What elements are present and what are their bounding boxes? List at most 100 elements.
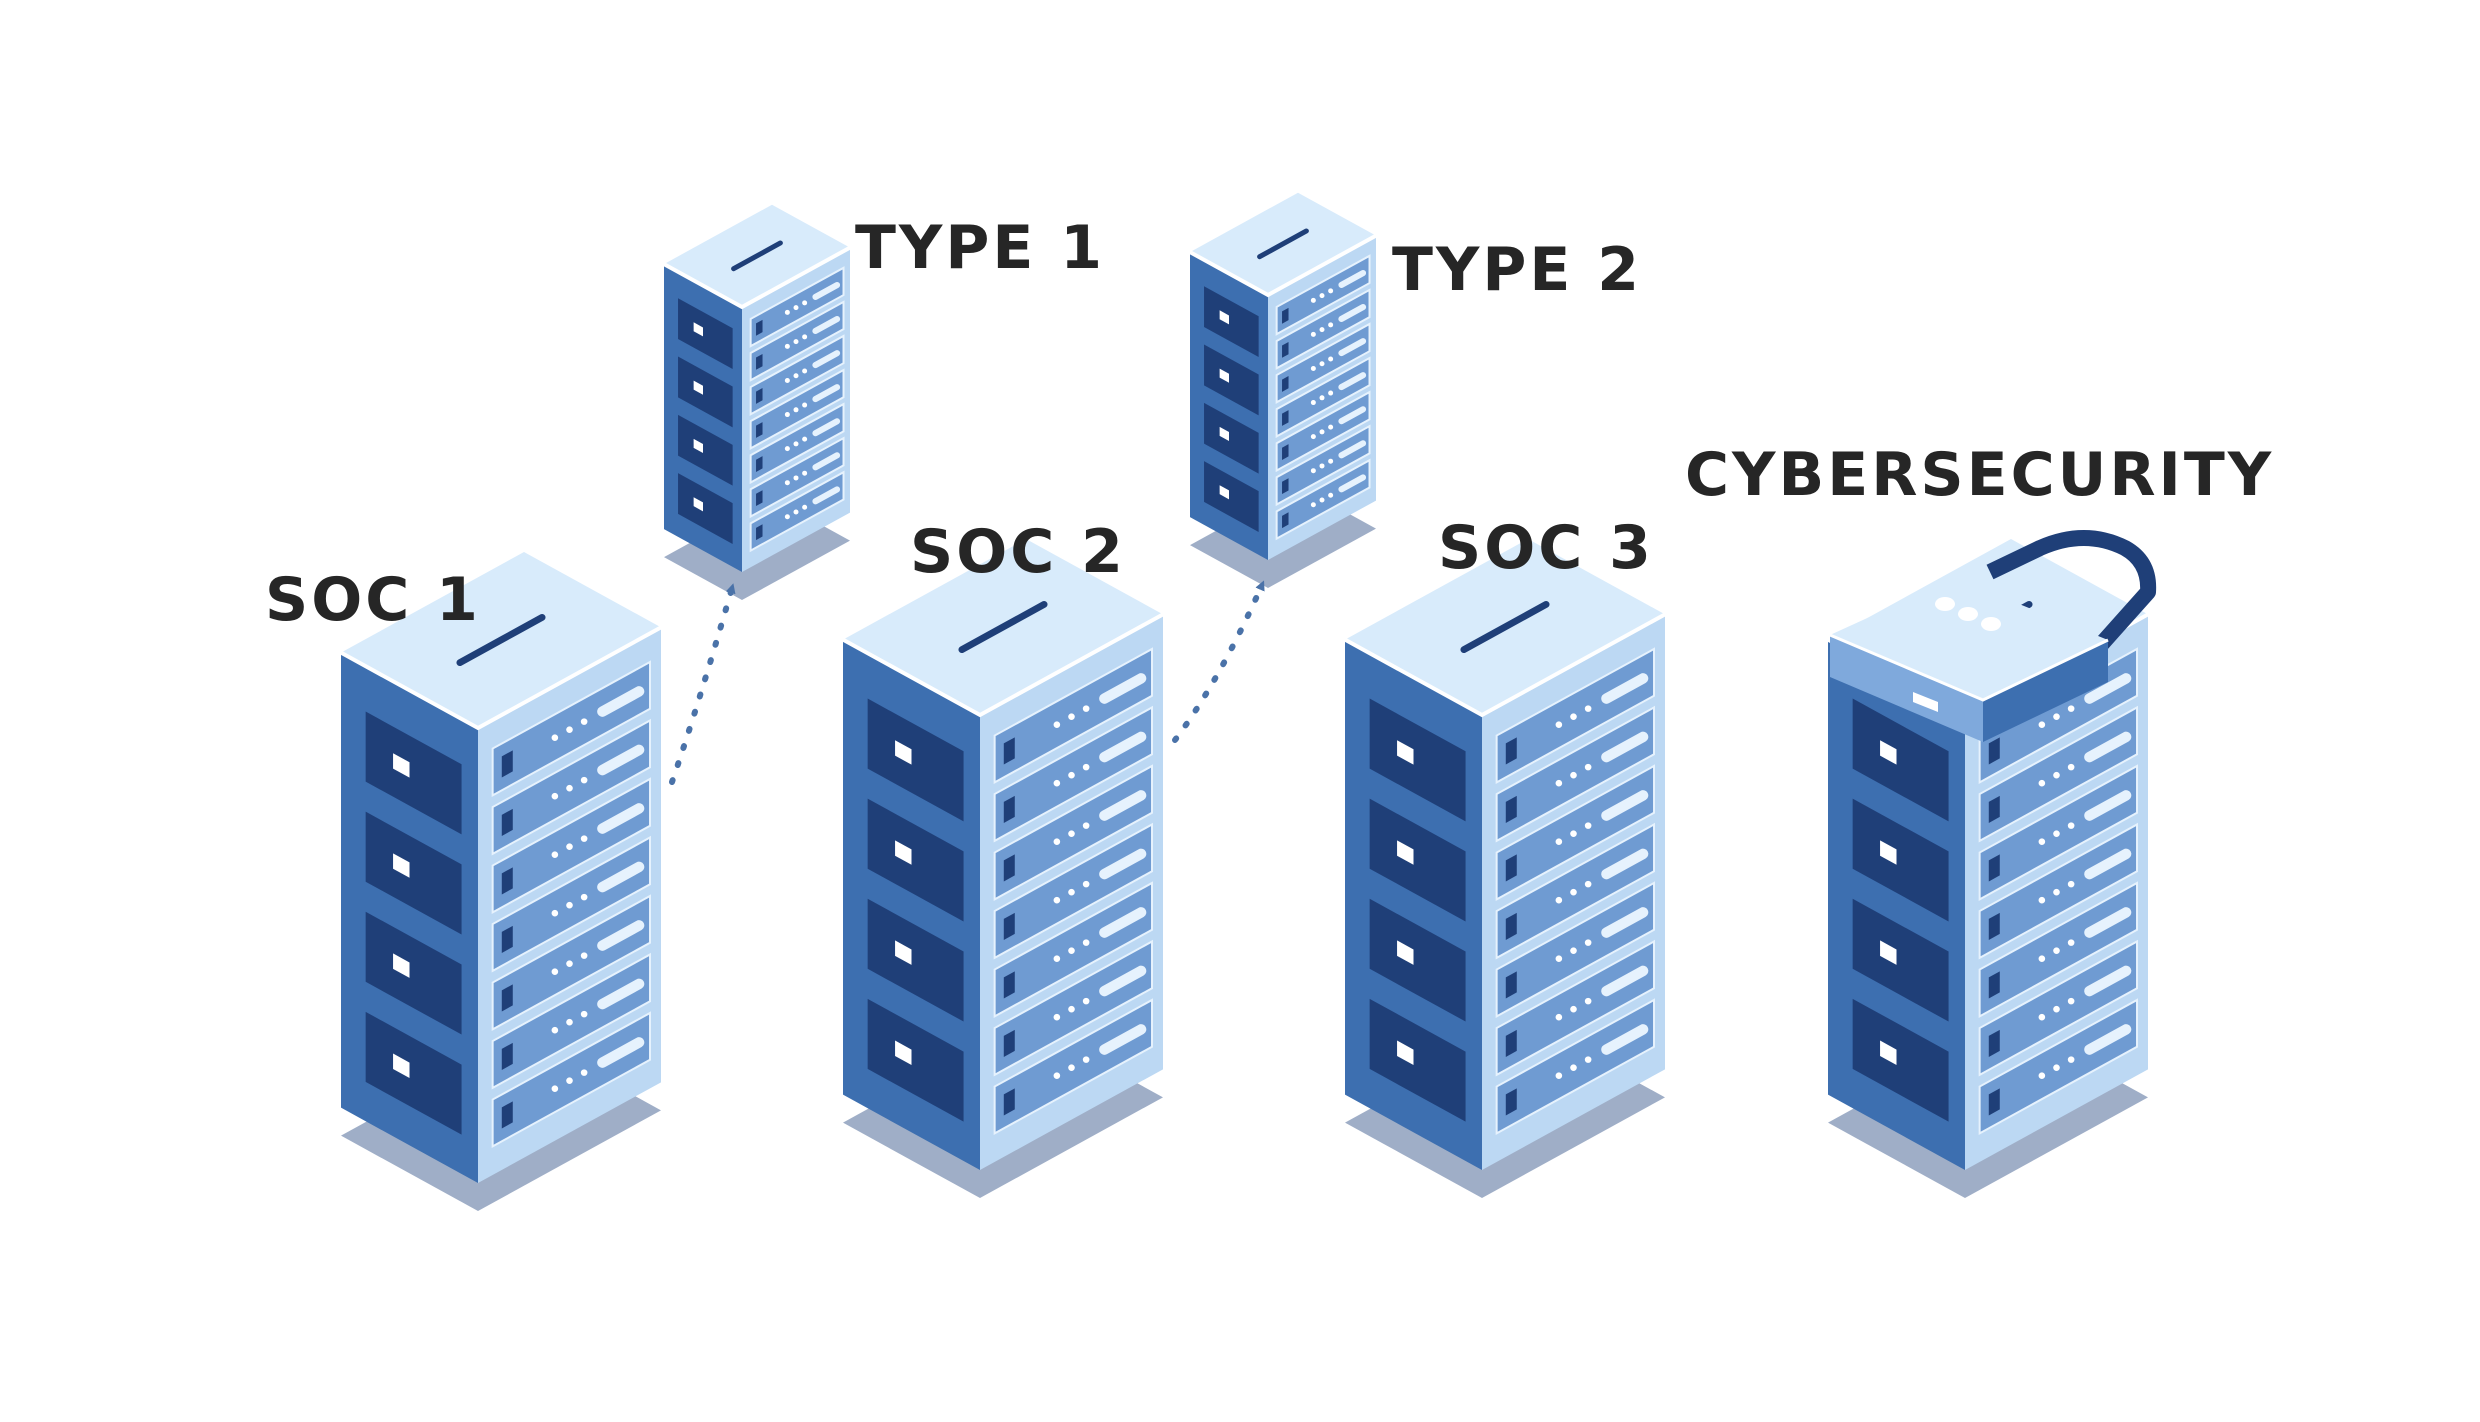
panel-dot bbox=[1319, 293, 1325, 299]
panel-indicator bbox=[501, 867, 513, 895]
panel-light bbox=[1601, 731, 1649, 763]
bay-led bbox=[1880, 1040, 1897, 1065]
label-soc3: SOC 3 bbox=[1438, 513, 1654, 583]
bay-led bbox=[895, 940, 912, 965]
panel-dot bbox=[2038, 896, 2046, 904]
panel-dot bbox=[2053, 713, 2060, 720]
panel-light bbox=[597, 920, 645, 951]
panel-dot bbox=[2053, 1064, 2060, 1071]
panel-indicator bbox=[756, 388, 763, 404]
drive-bay bbox=[1369, 698, 1466, 822]
panel-dot bbox=[1328, 458, 1334, 464]
panel-dot bbox=[1555, 1013, 1563, 1021]
panel-dot bbox=[1584, 880, 1592, 888]
panel-dot bbox=[1328, 322, 1334, 328]
panel-dot bbox=[1555, 896, 1563, 904]
panel-dot bbox=[1068, 1064, 1075, 1071]
panel-light bbox=[2084, 907, 2132, 938]
lock-dot bbox=[1981, 617, 2001, 631]
panel-indicator bbox=[501, 808, 513, 836]
panel-indicator bbox=[756, 456, 763, 472]
drive-bay bbox=[867, 698, 964, 822]
panel-dot bbox=[2053, 830, 2060, 837]
panel-indicator bbox=[1003, 912, 1015, 940]
panel-light bbox=[1099, 965, 1147, 997]
label-cybersecurity: CYBERSECURITY bbox=[1685, 440, 2275, 510]
panel-light bbox=[597, 803, 645, 834]
drive-bay bbox=[678, 473, 733, 544]
panel-dot bbox=[1584, 705, 1592, 712]
panel-dot bbox=[1555, 955, 1563, 963]
drive-bay bbox=[365, 1011, 462, 1135]
edge-highlight bbox=[1189, 233, 1377, 298]
panel-dot bbox=[802, 300, 808, 306]
panel-light bbox=[1099, 731, 1147, 763]
panel-dot bbox=[793, 441, 799, 447]
panel-dot bbox=[580, 1010, 588, 1018]
panel-dot bbox=[1319, 429, 1325, 435]
drive-bay bbox=[1369, 798, 1466, 922]
panel-dot bbox=[2038, 1013, 2046, 1021]
label-soc1: SOC 1 bbox=[265, 565, 481, 635]
panel-dot bbox=[551, 851, 559, 859]
panel-dot bbox=[1555, 1072, 1563, 1080]
panel-dot bbox=[566, 901, 573, 909]
panel-dot bbox=[1319, 395, 1325, 401]
panel-dot bbox=[1068, 947, 1075, 954]
panel-dot bbox=[1328, 356, 1334, 362]
panel-indicator bbox=[1505, 971, 1517, 999]
panel-light bbox=[1099, 1024, 1147, 1055]
panel-dot bbox=[1310, 365, 1316, 371]
panel-dot bbox=[566, 843, 573, 850]
panel-dot bbox=[1319, 361, 1325, 367]
bay-led bbox=[1219, 426, 1229, 442]
panel-indicator bbox=[756, 490, 763, 507]
drive-bay bbox=[1852, 798, 1949, 922]
bay-led bbox=[693, 322, 703, 337]
panel-light bbox=[1601, 965, 1649, 997]
panel-light bbox=[2084, 1024, 2132, 1055]
panel-light bbox=[597, 861, 645, 893]
drive-bay bbox=[1369, 898, 1466, 1022]
panel-indicator bbox=[501, 925, 513, 953]
panel-light bbox=[1099, 790, 1147, 821]
lock-body-side bbox=[1983, 640, 2108, 742]
panel-dot bbox=[1310, 400, 1316, 406]
panel-indicator bbox=[501, 1101, 513, 1129]
panel-light bbox=[812, 350, 841, 369]
panel-indicator bbox=[1988, 1029, 2000, 1057]
panel-indicator bbox=[1988, 854, 2000, 882]
panel-dot bbox=[793, 407, 799, 413]
lock-shackle bbox=[1986, 530, 2157, 654]
panel-indicator bbox=[1003, 854, 1015, 882]
drive-bay bbox=[365, 811, 462, 935]
panel-dot bbox=[2038, 779, 2046, 787]
panel-light bbox=[2084, 848, 2132, 880]
drive-bay bbox=[1852, 898, 1949, 1022]
panel-dot bbox=[1082, 939, 1090, 946]
panel-dot bbox=[784, 446, 790, 452]
bay-led bbox=[895, 840, 912, 865]
panel-dot bbox=[1082, 880, 1090, 888]
panel-dot bbox=[566, 960, 573, 967]
panel-dot bbox=[2038, 721, 2046, 729]
panel-dot bbox=[1068, 713, 1075, 720]
lock-body-front bbox=[1830, 635, 1983, 742]
panel-dot bbox=[1082, 763, 1090, 771]
panel-dot bbox=[784, 480, 790, 486]
label-type1: TYPE 1 bbox=[855, 213, 1105, 283]
panel-light bbox=[1338, 406, 1367, 425]
panel-indicator bbox=[1282, 512, 1289, 529]
panel-light bbox=[1338, 338, 1367, 357]
panel-dot bbox=[1584, 1056, 1592, 1063]
panel-dot bbox=[1068, 888, 1075, 896]
panel-dot bbox=[793, 373, 799, 379]
panel-dot bbox=[1082, 705, 1090, 712]
panel-dot bbox=[1328, 424, 1334, 430]
panel-dot bbox=[2067, 763, 2075, 771]
panel-indicator bbox=[1003, 1088, 1015, 1116]
panel-dot bbox=[1068, 830, 1075, 837]
panel-dot bbox=[802, 504, 808, 510]
server-soc2 bbox=[842, 539, 1164, 1198]
